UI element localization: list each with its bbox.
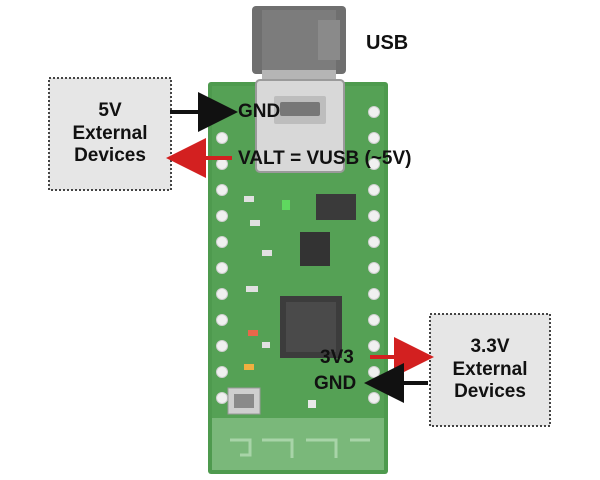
right-external-devices-box: 3.3V External Devices	[430, 314, 550, 426]
left-box-voltage: 5V	[98, 99, 122, 121]
left-external-devices-box: 5V External Devices	[49, 78, 171, 190]
right-box-frame	[429, 313, 551, 427]
right-box-devices: Devices	[454, 381, 526, 403]
left-box-external: External	[72, 122, 148, 144]
usb-label: USB	[366, 32, 409, 54]
right-box-voltage: 3.3V	[470, 335, 510, 357]
left-box-frame	[48, 77, 172, 191]
green-pcb	[208, 82, 388, 474]
right-box-external: External	[452, 358, 528, 380]
pin-label-gnd-top: GND	[238, 101, 281, 122]
pin-label-valt: VALT = VUSB (~5V)	[238, 148, 412, 169]
pin-label-gnd-bottom: GND	[314, 373, 357, 394]
usb-connector	[255, 79, 345, 173]
board-components	[227, 194, 356, 415]
left-box-devices: Devices	[74, 145, 146, 167]
usb-cable	[252, 6, 346, 80]
pin-label-3v3: 3V3	[320, 347, 354, 368]
